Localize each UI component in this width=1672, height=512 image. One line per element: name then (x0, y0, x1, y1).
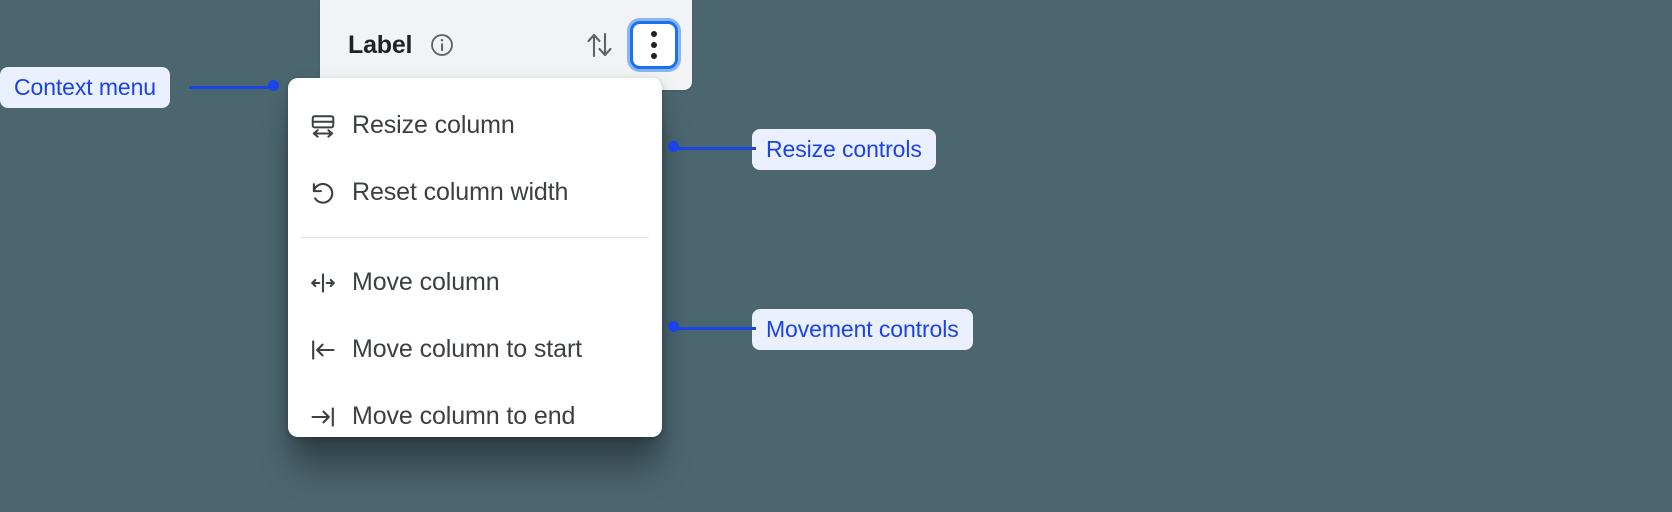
move-column-left-right-icon (306, 266, 340, 300)
menu-separator (301, 237, 649, 238)
annotation-anchor-dot (668, 321, 679, 332)
move-column-to-end-icon (306, 400, 340, 434)
menu-item-move-column-to-end[interactable]: Move column to end (288, 383, 662, 450)
context-menu: Resize column Reset column width Move co… (288, 78, 662, 437)
sort-up-down-icon[interactable] (582, 27, 616, 63)
reset-width-undo-icon (306, 176, 340, 210)
kebab-menu-icon (651, 31, 657, 37)
move-column-to-start-icon (306, 333, 340, 367)
annotation-leader-line (676, 327, 756, 330)
kebab-menu-icon (651, 53, 657, 59)
menu-item-label: Reset column width (352, 178, 569, 206)
menu-item-reset-column-width[interactable]: Reset column width (288, 159, 662, 226)
annotation-label-movement-controls: Movement controls (752, 309, 973, 350)
info-circle-icon[interactable] (428, 31, 456, 59)
page-title: Label (348, 30, 413, 59)
menu-item-label: Move column to end (352, 402, 576, 430)
menu-item-move-column[interactable]: Move column (288, 249, 662, 316)
menu-item-label: Resize column (352, 111, 515, 139)
menu-item-label: Move column (352, 268, 500, 296)
annotation-leader-line (189, 86, 272, 89)
annotation-anchor-dot (268, 80, 279, 91)
kebab-menu-icon (651, 42, 657, 48)
resize-column-icon (306, 109, 340, 143)
menu-item-label: Move column to start (352, 335, 583, 363)
menu-item-resize-column[interactable]: Resize column (288, 92, 662, 159)
annotation-anchor-dot (668, 141, 679, 152)
kebab-menu-button[interactable] (630, 21, 678, 69)
column-header-panel: Label (320, 0, 692, 90)
menu-item-move-column-to-start[interactable]: Move column to start (288, 316, 662, 383)
annotation-leader-line (676, 147, 756, 150)
annotation-label-context-menu: Context menu (0, 67, 170, 108)
annotation-label-resize-controls: Resize controls (752, 129, 936, 170)
